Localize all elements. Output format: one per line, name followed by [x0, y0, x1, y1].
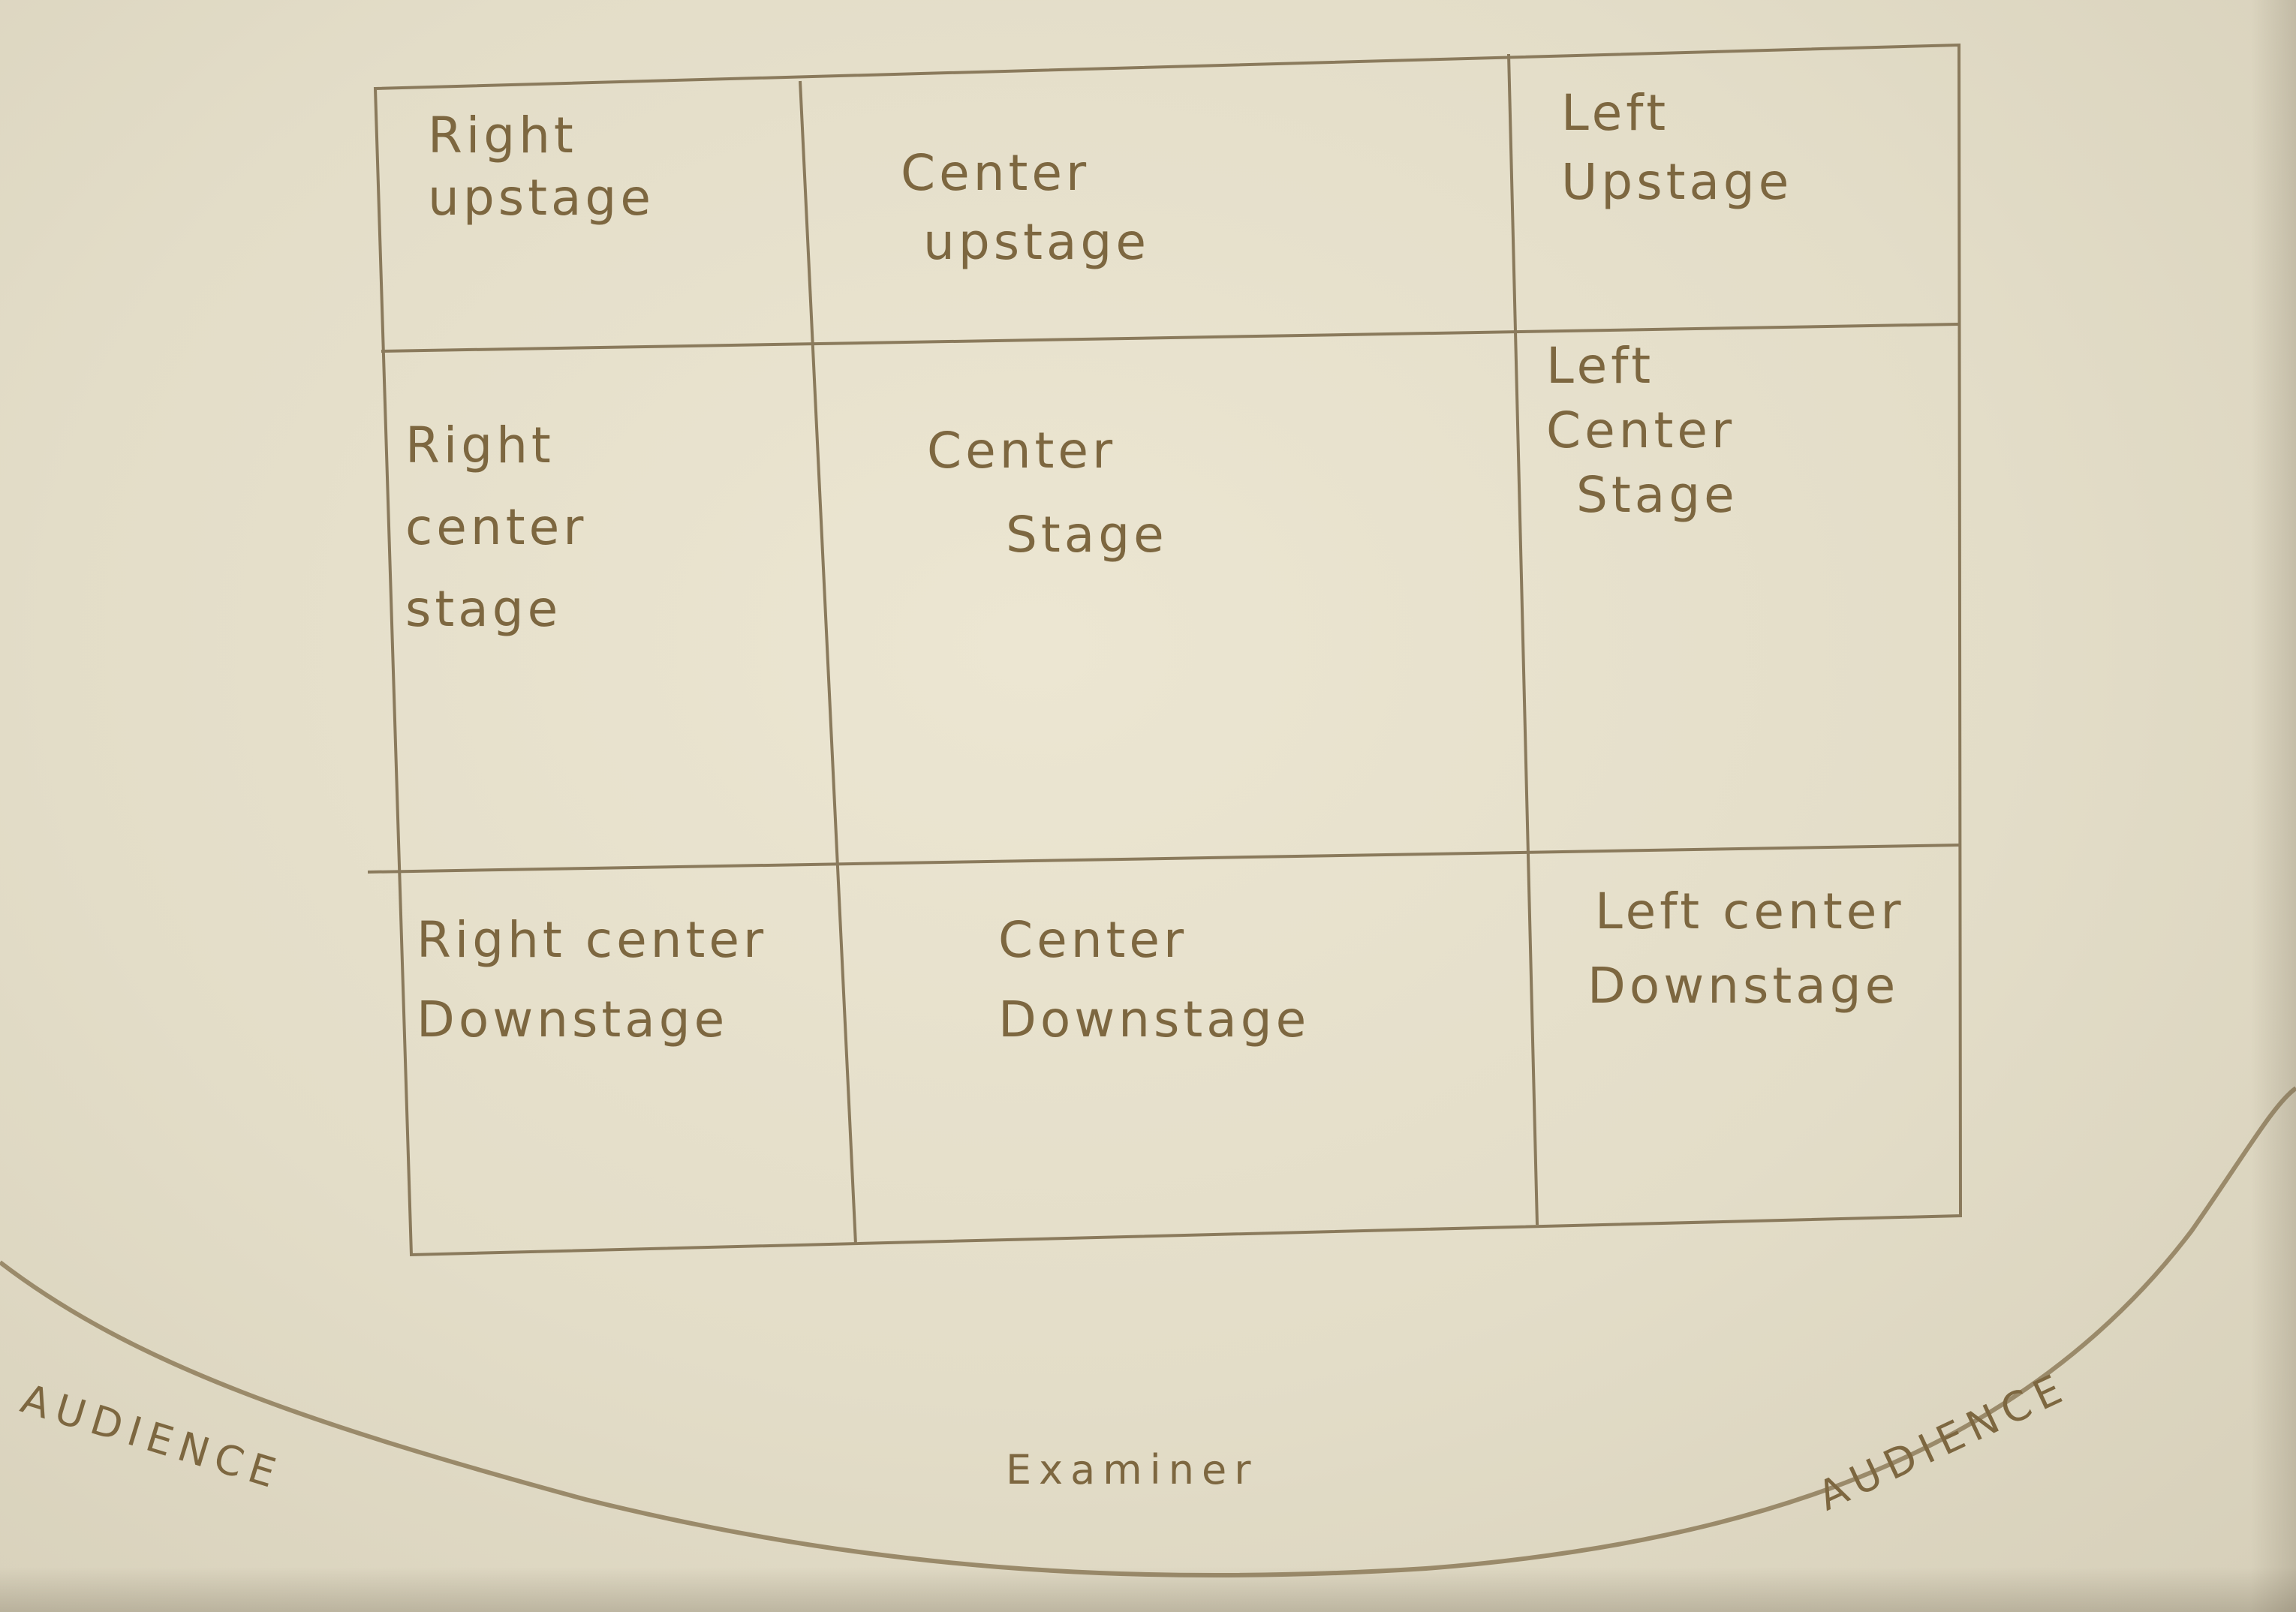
examiner-label: Examiner	[1006, 1446, 1259, 1493]
grid-divider-vertical-1	[799, 80, 857, 1245]
audience-arc	[0, 1086, 2296, 1578]
label-right-upstage: Right upstage	[428, 107, 654, 227]
paper-edge-shadow	[2251, 0, 2296, 1612]
label-center-upstage: Center upstage	[901, 144, 1150, 272]
label-right-center-downstage: Right center Downstage	[417, 911, 768, 1048]
label-left-center-stage: Left Center Stage	[1546, 337, 1738, 524]
bottom-shadow	[0, 1567, 2296, 1612]
grid-divider-horizontal-2	[367, 844, 1961, 874]
label-center-stage: Center Stage	[927, 422, 1168, 564]
label-center-downstage: Center Downstage	[998, 911, 1310, 1048]
label-left-center-downstage: Left center Downstage	[1587, 883, 1905, 1015]
label-right-center-stage: Right center stage	[405, 417, 588, 638]
grid-frame	[373, 43, 1963, 1257]
grid-divider-horizontal-1	[381, 323, 1960, 353]
label-left-upstage: Left Upstage	[1561, 84, 1793, 212]
grid-divider-vertical-2	[1507, 53, 1539, 1226]
